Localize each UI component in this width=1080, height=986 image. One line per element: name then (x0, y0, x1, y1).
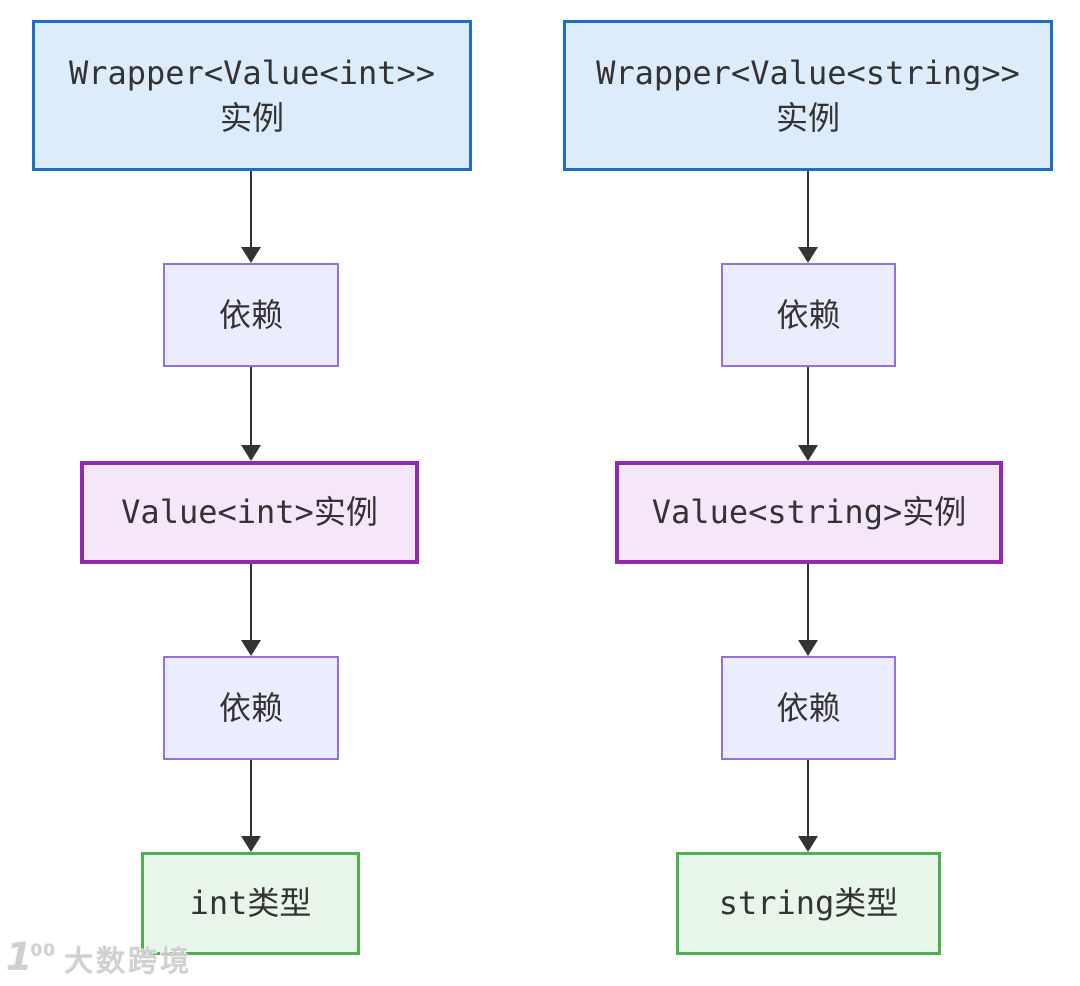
node-label-line1: Wrapper<Value<string>> (596, 54, 1020, 93)
node-wrapper-int-instance: Wrapper<Value<int>> 实例 (32, 20, 472, 171)
node-dependency-int-2: 依赖 (163, 656, 339, 760)
arrow-line (250, 367, 252, 447)
arrowhead-down-icon (241, 640, 261, 656)
node-value-string-instance: Value<string>实例 (615, 461, 1003, 564)
arrow-line (250, 171, 252, 249)
node-label: 依赖 (776, 688, 841, 727)
node-dependency-string-1: 依赖 (721, 263, 896, 367)
arrowhead-down-icon (798, 445, 818, 461)
watermark: 1 00 大数跨境 (6, 938, 192, 976)
node-label: 依赖 (776, 295, 841, 334)
node-label: Value<int>实例 (121, 493, 378, 532)
node-label-line2: 实例 (775, 98, 840, 137)
node-string-type: string类型 (676, 852, 941, 955)
arrowhead-down-icon (798, 836, 818, 852)
watermark-logo-sup: 00 (30, 941, 57, 961)
arrow-line (807, 564, 809, 642)
watermark-logo-icon: 1 (6, 935, 32, 979)
arrowhead-down-icon (241, 836, 261, 852)
arrow-line (807, 760, 809, 838)
arrowhead-down-icon (798, 640, 818, 656)
node-value-int-instance: Value<int>实例 (80, 461, 419, 564)
node-label: string类型 (718, 884, 899, 923)
arrow-line (250, 564, 252, 642)
arrow-line (807, 171, 809, 249)
watermark-brand-text: 大数跨境 (64, 944, 193, 978)
node-int-type: int类型 (141, 852, 360, 955)
arrowhead-down-icon (798, 247, 818, 263)
node-label: int类型 (189, 884, 312, 923)
node-wrapper-string-instance: Wrapper<Value<string>> 实例 (563, 20, 1053, 171)
node-dependency-string-2: 依赖 (721, 656, 896, 760)
arrow-line (807, 367, 809, 447)
node-label-line1: Wrapper<Value<int>> (68, 54, 436, 93)
node-label: 依赖 (218, 295, 283, 334)
node-label-line2: 实例 (219, 98, 284, 137)
node-label: 依赖 (218, 688, 283, 727)
arrow-line (250, 760, 252, 838)
node-label: Value<string>实例 (651, 493, 967, 532)
arrowhead-down-icon (241, 247, 261, 263)
arrowhead-down-icon (241, 445, 261, 461)
node-dependency-int-1: 依赖 (163, 263, 339, 367)
